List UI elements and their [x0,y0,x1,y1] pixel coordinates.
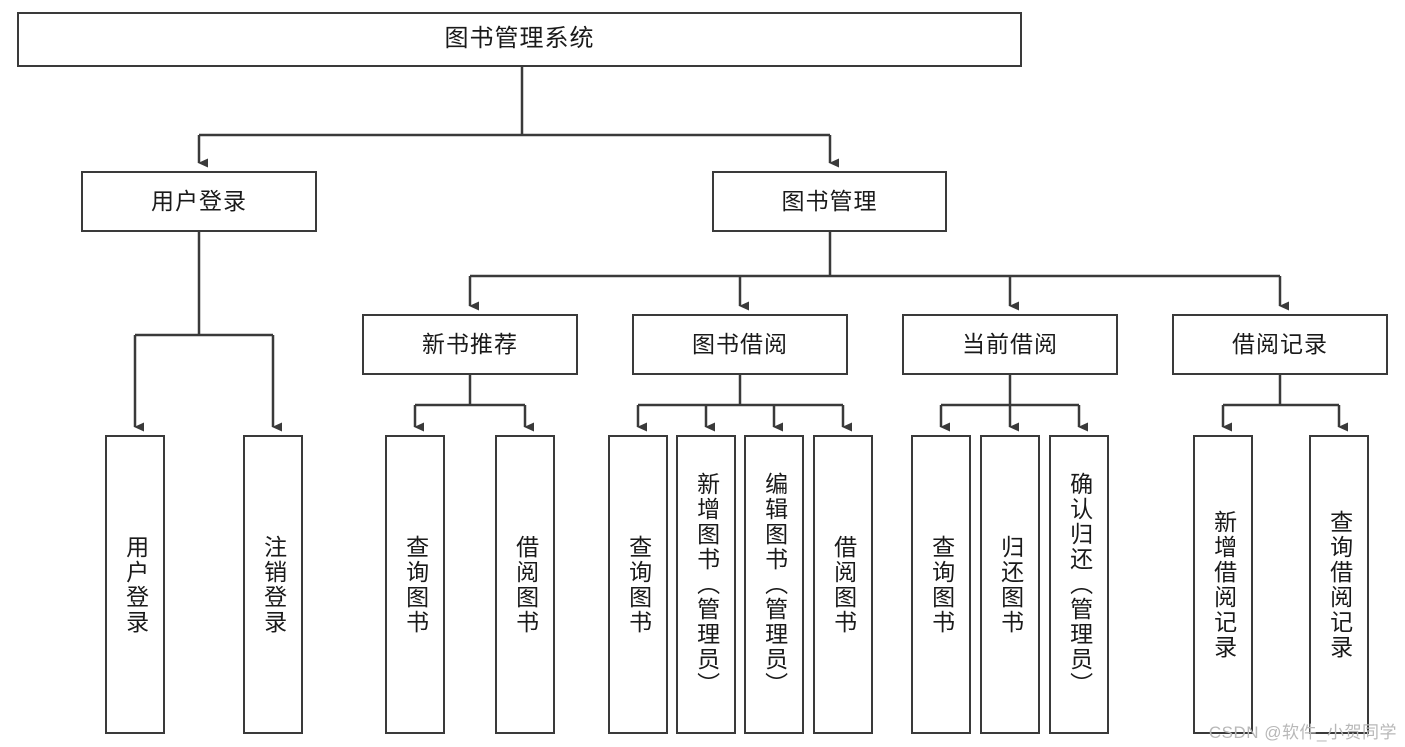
node-root-system[interactable]: 图书管理系统 [17,12,1022,67]
leaf-current-borrow-query[interactable]: 查询图书 [911,435,971,734]
node-book-management[interactable]: 图书管理 [712,171,947,232]
leaf-borrow-record-add[interactable]: 新增借阅记录 [1193,435,1253,734]
leaf-book-borrow-edit-admin[interactable]: 编辑图书（管理员） [744,435,804,734]
leaf-user-login-login[interactable]: 用户登录 [105,435,165,734]
leaf-user-login-logout[interactable]: 注销登录 [243,435,303,734]
leaf-new-book-borrow[interactable]: 借阅图书 [495,435,555,734]
leaf-book-borrow-add-admin[interactable]: 新增图书（管理员） [676,435,736,734]
leaf-book-borrow-borrow[interactable]: 借阅图书 [813,435,873,734]
node-borrow-records[interactable]: 借阅记录 [1172,314,1388,375]
node-book-borrow[interactable]: 图书借阅 [632,314,848,375]
leaf-current-borrow-return[interactable]: 归还图书 [980,435,1040,734]
csdn-watermark: CSDN @软件_小贺同学 [1208,723,1397,742]
leaf-borrow-record-query[interactable]: 查询借阅记录 [1309,435,1369,734]
leaf-book-borrow-query[interactable]: 查询图书 [608,435,668,734]
node-new-book-recommend[interactable]: 新书推荐 [362,314,578,375]
leaf-new-book-query[interactable]: 查询图书 [385,435,445,734]
leaf-current-borrow-confirm-admin[interactable]: 确认归还（管理员） [1049,435,1109,734]
node-user-login[interactable]: 用户登录 [81,171,317,232]
node-current-borrow[interactable]: 当前借阅 [902,314,1118,375]
